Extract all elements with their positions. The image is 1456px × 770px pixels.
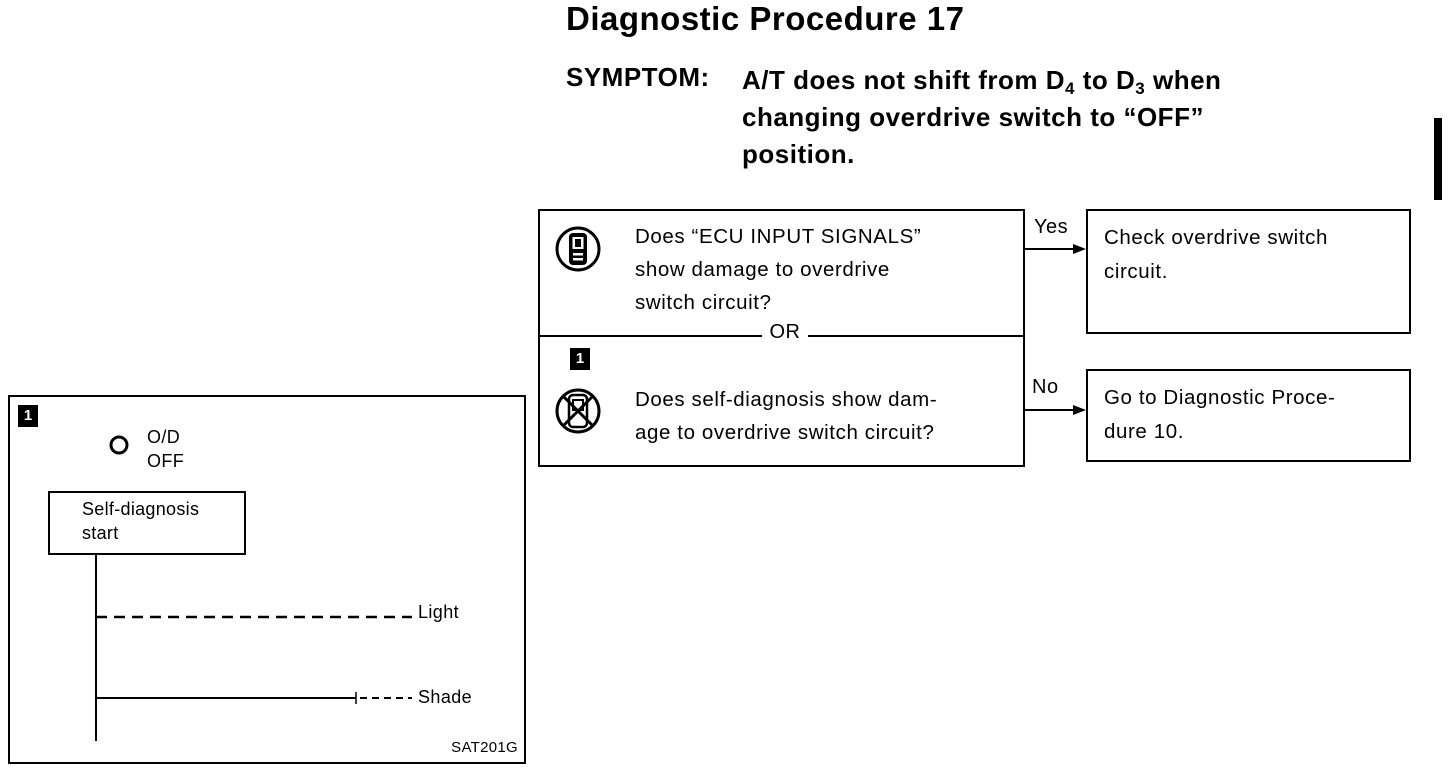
figure-code: SAT201G [451,739,518,756]
question-self-diagnosis-text: Does self-diagnosis show dam- age to ove… [635,388,938,444]
diagram-badge: 1 [18,405,38,427]
reference-badge: 1 [570,348,590,370]
shade-label: Shade [418,687,473,707]
symptom-label: SYMPTOM: [566,62,710,92]
signal-lines [95,555,412,741]
light-label: Light [418,602,460,622]
or-label: OR [762,321,808,344]
symptom-line-1: A/T does not shift from D4 to D3 when [742,65,1222,98]
self-diagnosis-start-box: Self-diagnosis start [48,491,246,555]
yes-arrow-head [1073,244,1086,254]
page-title: Diagnostic Procedure 17 [566,0,965,37]
yes-label: Yes [1034,216,1069,238]
question-ecu-text: Does “ECU INPUT SIGNALS” show damage to … [635,225,922,314]
no-tester-icon [554,387,602,440]
symptom-text: A/T does not shift from D4 to D3 when ch… [742,62,1221,173]
symptom-line-2: changing overdrive switch to “OFF” [742,102,1204,132]
or-divider-right [808,335,1023,337]
section-tab-marker [1434,118,1442,200]
no-label: No [1032,376,1059,398]
self-diagnosis-diagram: 1 O/D OFF Self-diagnosis start Light Sha… [8,395,526,764]
question-box: Does “ECU INPUT SIGNALS” show damage to … [538,209,1025,467]
no-arrow-head [1073,405,1086,415]
yes-result-box: Check overdrive switch circuit. [1086,209,1411,334]
branch-arrows [1025,244,1086,415]
symptom-line-3: position. [742,139,855,169]
od-off-label: O/D OFF [147,427,185,471]
hand-held-tester-icon [554,225,602,278]
no-result-box: Go to Diagnostic Proce- dure 10. [1086,369,1411,462]
od-indicator-icon [109,435,129,455]
or-divider-left [540,335,762,337]
